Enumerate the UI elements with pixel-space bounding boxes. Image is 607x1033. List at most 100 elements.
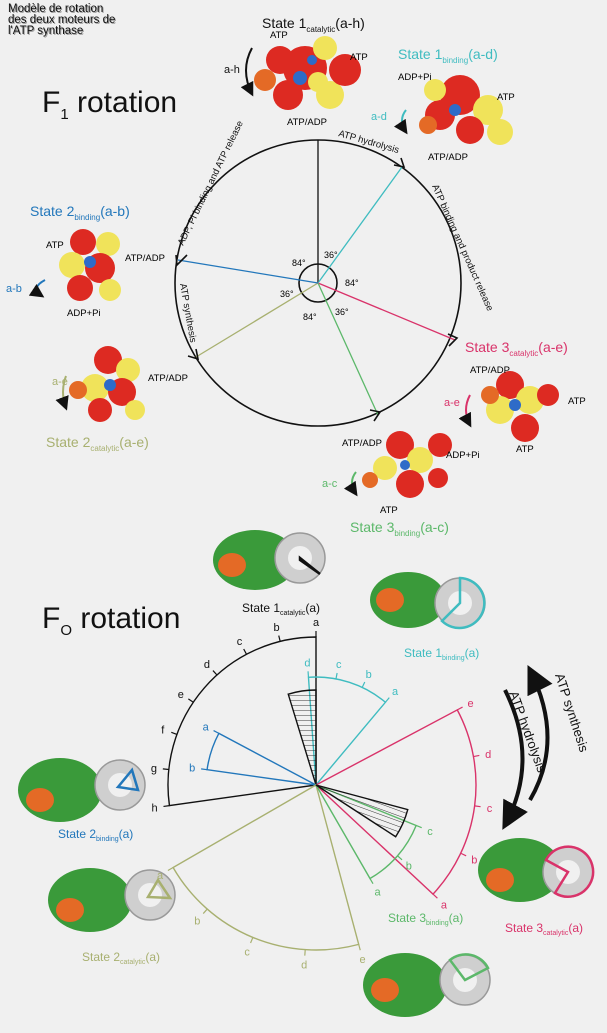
fo-sector-cyan [307,676,387,787]
fo-sector-cyan-tick-label: b [366,669,372,681]
f1-radius-blue [177,259,319,284]
fo-sector-cyan-tick [384,697,390,703]
f1-s1bind-adppi: ADP+Pi [398,72,432,83]
f1-s3bind-protein-image [362,431,452,498]
f1-state2-catalytic: a-e ATP/ADP State 2catalytic(a-e) [46,346,188,453]
fo-sector-cyan-tick [335,672,338,679]
fo-sector-magenta-tick-label: e [467,698,473,710]
f1-s2cat-arrow-label: a-e [52,376,68,388]
fo-sector-magenta [314,708,477,896]
f1-s3cat-arrow-label: a-e [444,397,460,409]
fo-sector-magenta-tick [456,706,463,711]
fo-sector-magenta-tick [460,852,467,857]
fo-sector-olive-tick [167,866,174,872]
fo-sector-magenta-tick-label: a [441,899,448,911]
f1-s2cat-arrow [55,375,69,411]
f1-s2bind-atp: ATP [46,240,64,251]
f1-arrow-bottom [369,409,382,422]
f1-s3cat-atp: ATP [568,396,586,407]
fo-sector-black-tick-label: a [313,617,320,629]
fo-sector-black-tick-label: f [161,724,165,736]
fo-sector-cyan-tick-label: d [304,657,310,669]
fo-state1-catalytic-image [213,530,326,590]
f1-s1cat-atp-left: ATP [270,30,288,41]
fo-sector-blue [206,732,317,786]
f1-s1cat-label: State 1catalytic(a-h) [262,15,365,34]
f1-s1cat-atp-adp: ATP/ADP [287,117,327,128]
f1-s3bind-label: State 3binding(a-c) [350,519,449,538]
fo-arrow-hydrolysis [502,689,528,830]
fo-sector-cyan-hatch [287,689,317,786]
f1-arrow-topleft [175,254,188,267]
f1-s3bind-atp-adp: ATP/ADP [342,438,382,449]
f1-s3cat-label: State 3catalytic(a-e) [465,339,568,358]
f1-angle-84-bottom: 84° [303,312,317,322]
f1-angle-84-right: 84° [345,278,359,288]
f1-heading: F1 rotation [42,86,177,123]
fo-sector-olive-tick [250,937,254,944]
fo-sector-black-tick [171,731,178,735]
fo-state1-catalytic-label: State 1catalytic(a) [242,601,320,617]
fo-sector-magenta-tick-label: d [485,749,491,761]
fo-state3-catalytic-label: State 3catalytic(a) [505,921,583,937]
f1-s1bind-arrow-label: a-d [371,111,387,123]
fo-sector-black-tick [278,635,281,642]
f1-radius-green [317,282,379,416]
fo-sector-green [314,783,418,880]
f1-s3bind-adppi: ADP+Pi [446,450,480,461]
fo-sector-green-tick-label: a [374,887,381,899]
fo-state2-catalytic-label: State 2catalytic(a) [82,950,160,966]
f1-s1cat-protein-image [254,36,361,110]
f1-s3cat-atp-2: ATP [516,444,534,455]
f1-s2bind-arrow-label: a-b [6,283,22,295]
f1-s3bind-atp: ATP [380,505,398,516]
f1-s2bind-atp-adp: ATP/ADP [125,253,165,264]
fo-sector-blue-tick-label: b [189,763,195,775]
fo-sector-black-tick [212,670,218,676]
f1-radius-magenta [317,282,456,341]
fo-sector-blue-tick-label: a [203,721,210,733]
f1-s3cat-protein-image [481,371,559,442]
f1-s1cat-arrow [240,47,254,97]
f1-state3-binding: a-c ATP/ADP ADP+Pi ATP State 3binding(a-… [322,431,480,538]
fo-sector-olive-tick-label: c [244,946,250,958]
f1-angle-36-left: 36° [280,289,294,299]
fo-sector-green-hatch [315,784,409,838]
fo-sector-magenta-tick-label: b [471,855,477,867]
f1-state1-catalytic: State 1catalytic(a-h) a-h ATP ATP ATP/AD… [224,15,368,128]
f1-s1bind-atp-adp: ATP/ADP [428,152,468,163]
f1-s3cat-atp-adp: ATP/ADP [470,365,510,376]
fo-sector-cyan-tick-label: a [392,686,399,698]
f1-arrow-right [447,333,459,347]
fo-sector-black-tick [162,768,169,771]
f1-label-binding-release: ATP binding and product release [429,183,495,313]
fo-sector-blue-tick [213,730,220,734]
f1-s1bind-protein-image [419,75,513,145]
fo-state2-catalytic-image [48,868,176,932]
f1-s2bind-arrow [28,279,46,298]
f1-label-synthesis: ATP synthesis [177,283,198,344]
fo-sector-cyan-tick [361,681,366,688]
fo-arrow-synthesis [527,664,553,802]
f1-s3bind-arrow-label: a-c [322,478,338,490]
fo-sector-olive-tick-label: e [360,954,366,966]
fo-label-synthesis: ATP synthesis [552,671,592,754]
fo-sector-black [167,636,317,807]
fo-state2-binding-label: State 2binding(a) [58,827,133,843]
f1-label-pi-binding: ADP, Pi binding and ATP release [176,119,246,247]
f1-arrow-left [187,348,200,361]
fo-sector-green-tick [415,824,422,829]
fo-sector-black-tick-label: d [204,659,210,671]
fo-state1-binding-image [370,572,486,630]
f1-s2bind-protein-image [59,229,121,301]
f1-arrow-topright [393,157,406,169]
fo-sector-black-tick-label: e [178,689,184,701]
fo-sector-green-tick [369,878,374,885]
f1-s2bind-adppi: ADP+Pi [67,308,101,319]
f1-state2-binding: State 2binding(a-b) a-b ATP ATP/ADP ADP+… [6,203,165,319]
f1-radius-olive [195,282,319,358]
f1-s1cat-arrow-label: a-h [224,64,240,76]
f1-state3-catalytic: State 3catalytic(a-e) a-e ATP/ADP ATP AT… [444,339,586,455]
